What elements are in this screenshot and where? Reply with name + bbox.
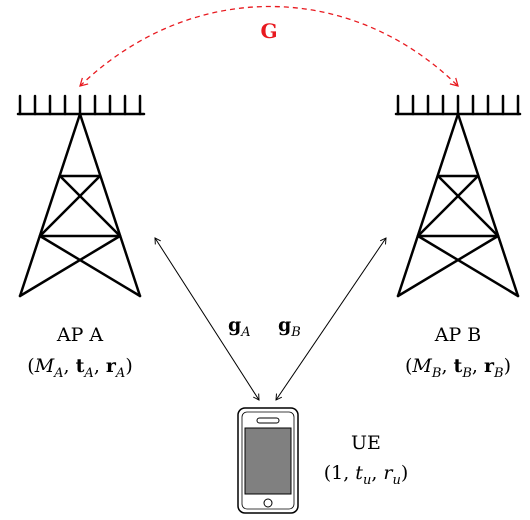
ap-a-name: AP A xyxy=(56,324,104,346)
ue-params: (1, tu, ru) xyxy=(324,462,409,488)
ue-smartphone-icon xyxy=(237,407,299,514)
ap-b-antenna-array-icon xyxy=(394,94,522,116)
ap-a-params: (MA, tA, rA) xyxy=(27,355,132,381)
channel-b-arrow xyxy=(275,237,387,401)
ap-a-antenna-array-icon xyxy=(16,94,146,116)
channel-a-label: gA xyxy=(228,314,251,340)
inter-ap-link-arrow xyxy=(79,5,459,87)
channel-b-label: gB xyxy=(278,314,301,340)
ap-b-tower-icon xyxy=(394,94,522,298)
channel-a-arrow xyxy=(154,237,260,401)
ap-a-tower-icon xyxy=(16,94,146,298)
ap-b-params: (MB, tB, rB) xyxy=(405,355,511,381)
ue-name: UE xyxy=(351,432,381,454)
inter-ap-link-label: G xyxy=(260,19,277,43)
ap-b-name: AP B xyxy=(434,324,482,346)
